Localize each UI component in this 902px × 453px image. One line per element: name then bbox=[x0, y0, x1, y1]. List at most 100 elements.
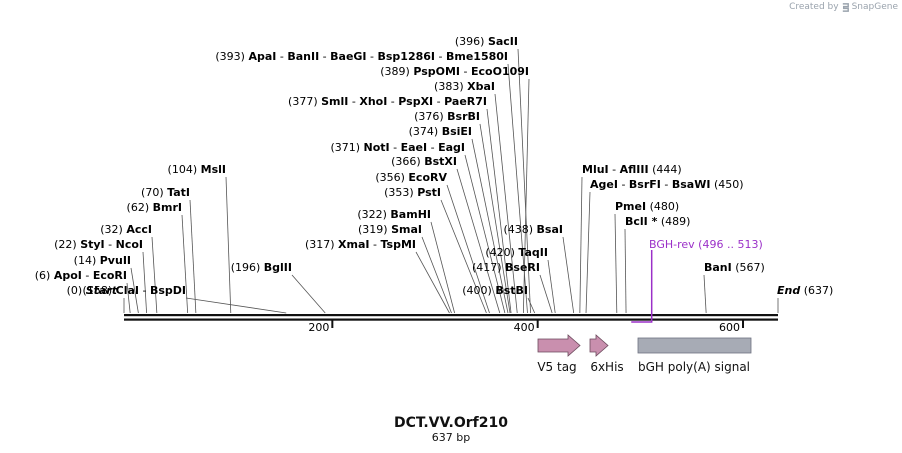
feature-3-box[interactable] bbox=[637, 337, 752, 354]
enzyme-name[interactable]: BsaI bbox=[537, 223, 563, 236]
site-label-26[interactable]: (420) TaqII bbox=[485, 246, 548, 259]
enzyme-name[interactable]: EaeI bbox=[401, 141, 428, 154]
tick-mark-200 bbox=[331, 320, 334, 328]
enzyme-name[interactable]: BsrBI bbox=[447, 110, 480, 123]
site-label-4[interactable]: (32) AccI bbox=[100, 223, 152, 236]
enzyme-name[interactable]: BseRI bbox=[505, 261, 540, 274]
enzyme-name[interactable]: EcoO109I bbox=[471, 65, 529, 78]
enzyme-name[interactable]: ApoI bbox=[54, 269, 82, 282]
feature-2-arrow[interactable] bbox=[589, 334, 609, 357]
enzyme-name[interactable]: EagI bbox=[438, 141, 465, 154]
site-label-8[interactable]: (158) ClaI - BspDI bbox=[83, 284, 186, 297]
enzyme-name[interactable]: BanII bbox=[287, 50, 319, 63]
enzyme-name[interactable]: XbaI bbox=[467, 80, 495, 93]
enzyme-name[interactable]: BsaWI bbox=[672, 178, 711, 191]
enzyme-name[interactable]: BclI * bbox=[625, 215, 658, 228]
feature-1-arrow[interactable] bbox=[537, 334, 581, 357]
enzyme-name[interactable]: TatI bbox=[167, 186, 190, 199]
backbone-top-strand bbox=[124, 314, 778, 317]
site-label-33[interactable]: End (637) bbox=[777, 284, 833, 297]
enzyme-name[interactable]: BsrFI bbox=[629, 178, 661, 191]
enzyme-name[interactable]: BglII bbox=[264, 261, 292, 274]
enzyme-name[interactable]: Start bbox=[86, 284, 118, 297]
enzyme-name[interactable]: AflIII bbox=[620, 163, 649, 176]
site-label-23[interactable]: (396) SacII bbox=[455, 35, 518, 48]
site-label-22[interactable]: (393) ApaI - BanII - BaeGI - Bsp1286I - … bbox=[215, 50, 508, 63]
site-label-21[interactable]: (389) PspOMI - EcoO109I bbox=[380, 65, 529, 78]
site-label-15[interactable]: (366) BstXI bbox=[391, 155, 457, 168]
enzyme-name[interactable]: ApaI bbox=[248, 50, 276, 63]
enzyme-name[interactable]: BstBI bbox=[495, 284, 528, 297]
enzyme-name[interactable]: MluI bbox=[582, 163, 609, 176]
enzyme-name[interactable]: PspOMI bbox=[413, 65, 460, 78]
site-label-27[interactable]: (438) BsaI bbox=[503, 223, 563, 236]
site-label-9[interactable]: (196) BglII bbox=[231, 261, 292, 274]
enzyme-name[interactable]: EcoRI bbox=[93, 269, 127, 282]
site-label-17[interactable]: (374) BsiEI bbox=[409, 125, 472, 138]
site-label-10[interactable]: (317) XmaI - TspMI bbox=[305, 238, 416, 251]
enzyme-name[interactable]: BamHI bbox=[390, 208, 431, 221]
site-label-24[interactable]: (400) BstBI bbox=[462, 284, 528, 297]
site-label-28[interactable]: MluI - AflIII (444) bbox=[582, 163, 682, 176]
site-label-11[interactable]: (319) SmaI bbox=[358, 223, 422, 236]
site-label-30[interactable]: PmeI (480) bbox=[615, 200, 679, 213]
site-label-18[interactable]: (376) BsrBI bbox=[414, 110, 480, 123]
primer-bgh-rev[interactable]: BGH-rev (496 .. 513) bbox=[631, 238, 763, 323]
site-label-14[interactable]: (356) EcoRV bbox=[375, 171, 447, 184]
enzyme-name[interactable]: SacII bbox=[488, 35, 518, 48]
enzyme-name[interactable]: AccI bbox=[126, 223, 152, 236]
site-label-20[interactable]: (383) XbaI bbox=[434, 80, 495, 93]
enzyme-name[interactable]: BaeGI bbox=[330, 50, 366, 63]
site-label-19[interactable]: (377) SmlI - XhoI - PspXI - PaeR7I bbox=[288, 95, 487, 108]
site-position: (319) bbox=[358, 223, 388, 236]
enzyme-name[interactable]: PmeI bbox=[615, 200, 646, 213]
enzyme-name[interactable]: BspDI bbox=[150, 284, 186, 297]
site-label-3[interactable]: (22) StyI - NcoI bbox=[54, 238, 143, 251]
enzyme-name[interactable]: Bsp1286I bbox=[378, 50, 436, 63]
site-label-32[interactable]: BanI (567) bbox=[704, 261, 765, 274]
enzyme-name[interactable]: NotI bbox=[364, 141, 390, 154]
enzyme-name[interactable]: XhoI bbox=[359, 95, 387, 108]
site-position: (480) bbox=[650, 200, 680, 213]
site-label-1[interactable]: (6) ApoI - EcoRI bbox=[35, 269, 127, 282]
enzyme-name[interactable]: End bbox=[777, 284, 800, 297]
site-label-31[interactable]: BclI * (489) bbox=[625, 215, 690, 228]
site-label-13[interactable]: (353) PstI bbox=[384, 186, 441, 199]
tick-label-400: 400 bbox=[514, 321, 535, 334]
site-label-7[interactable]: (104) MslI bbox=[168, 163, 226, 176]
site-label-0[interactable]: (0) Start bbox=[67, 284, 118, 297]
enzyme-name[interactable]: PaeR7I bbox=[444, 95, 487, 108]
enzyme-name[interactable]: BstXI bbox=[424, 155, 457, 168]
site-lead-18 bbox=[479, 123, 511, 314]
site-position: (322) bbox=[357, 208, 387, 221]
site-label-2[interactable]: (14) PvuII bbox=[74, 254, 131, 267]
enzyme-name[interactable]: ClaI bbox=[116, 284, 139, 297]
enzyme-name[interactable]: BmrI bbox=[153, 201, 182, 214]
enzyme-name[interactable]: PstI bbox=[417, 186, 441, 199]
site-label-25[interactable]: (417) BseRI bbox=[472, 261, 540, 274]
enzyme-name[interactable]: BanI bbox=[704, 261, 732, 274]
site-label-16[interactable]: (371) NotI - EaeI - EagI bbox=[330, 141, 465, 154]
enzyme-name[interactable]: EcoRV bbox=[408, 171, 447, 184]
enzyme-name[interactable]: MslI bbox=[201, 163, 226, 176]
enzyme-name[interactable]: XmaI bbox=[338, 238, 369, 251]
primer-label[interactable]: BGH-rev (496 .. 513) bbox=[649, 238, 763, 251]
enzyme-name[interactable]: Bme1580I bbox=[446, 50, 508, 63]
site-position: (444) bbox=[652, 163, 682, 176]
site-label-6[interactable]: (70) TatI bbox=[141, 186, 190, 199]
enzyme-name[interactable]: TaqII bbox=[518, 246, 548, 259]
enzyme-name[interactable]: PvuII bbox=[100, 254, 131, 267]
site-label-5[interactable]: (62) BmrI bbox=[127, 201, 182, 214]
enzyme-name[interactable]: NcoI bbox=[116, 238, 143, 251]
primer-arrow[interactable] bbox=[631, 250, 653, 323]
enzyme-name[interactable]: PspXI bbox=[398, 95, 433, 108]
enzyme-name[interactable]: StyI bbox=[80, 238, 104, 251]
enzyme-name[interactable]: TspMI bbox=[380, 238, 416, 251]
site-label-29[interactable]: AgeI - BsrFI - BsaWI (450) bbox=[590, 178, 744, 191]
site-label-12[interactable]: (322) BamHI bbox=[357, 208, 431, 221]
enzyme-name[interactable]: BsiEI bbox=[442, 125, 472, 138]
enzyme-name[interactable]: SmlI bbox=[321, 95, 348, 108]
enzyme-name[interactable]: SmaI bbox=[391, 223, 422, 236]
enzyme-name[interactable]: AgeI bbox=[590, 178, 618, 191]
